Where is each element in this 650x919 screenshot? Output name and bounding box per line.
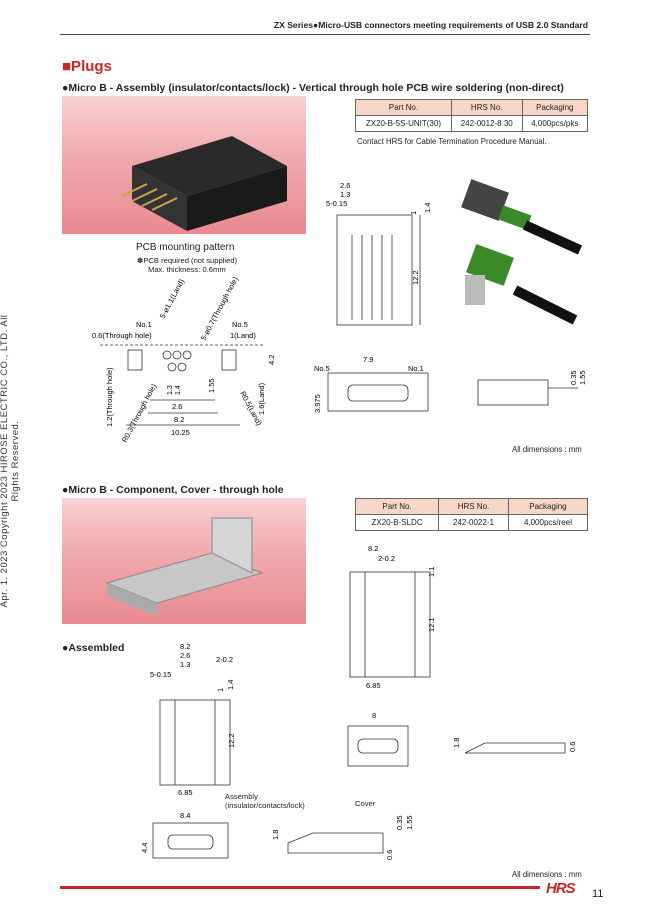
assembled-front-drawing: 8.2 2.6 1.3 2-0.2 5-0.15 1 1.4 12.2 6.85 (150, 642, 236, 797)
col-header: Packaging (507, 498, 589, 515)
section-title: ■Plugs (62, 58, 112, 75)
cover-illustration (105, 517, 264, 616)
all-dims-note: All dimensions : mm (512, 445, 582, 454)
pcb-10-25: 10.25 (171, 428, 190, 437)
dim: 3.975 (313, 394, 322, 413)
dim: 4.4 (140, 843, 149, 853)
col-header: Part No. (355, 99, 452, 116)
dim: 6.85 (366, 681, 381, 690)
dim: 1.8 (452, 738, 461, 748)
hrs-logo: HRS (546, 880, 576, 897)
copyright-sidebar: Apr. 1. 2023 Copyright 2023 HIROSE ELECT… (0, 314, 21, 608)
pcb-land-dia: 5-ø1.1(Land) (158, 277, 187, 320)
all-dims-note-2: All dimensions : mm (512, 870, 582, 879)
pcb-hole-width: 1.2(Through hole) (105, 367, 114, 427)
cover-side-drawing: 1.8 0.6 (452, 738, 577, 754)
dim: 1.1 (427, 567, 436, 577)
dim: 12.2 (227, 733, 236, 748)
hrs-no: 242-0012-8 30 (450, 115, 523, 132)
spec-table-1: Part No. HRS No. Packaging ZX20-B-5S-UNI… (355, 99, 589, 132)
page-header: ZX Series●Micro-USB connectors meeting r… (273, 20, 588, 30)
packaging: 4,000pcs/pks (521, 115, 589, 132)
dim: 2-0.2 (216, 655, 233, 664)
dim: 1 (216, 688, 225, 692)
dim: 1.55 (405, 815, 414, 830)
plug-front-drawing: 2.6 1.3 5-0.15 1 1.4 12.2 (326, 181, 432, 326)
dim: No.5 (314, 364, 330, 373)
pcb-pattern-drawing: No.1 No.5 0.6(Through hole) 1(Land) 5-ø1… (92, 275, 276, 444)
assembled-face-drawing: 8.4 4.4 (140, 811, 229, 859)
dim: 5-0.15 (326, 199, 347, 208)
pcb-8-2: 8.2 (174, 415, 184, 424)
spec-table-2: Part No. HRS No. Packaging ZX20-B-SLDC 2… (354, 498, 589, 531)
dim: 8 (372, 711, 376, 720)
assembled-title: ●Assembled (62, 642, 125, 654)
pcb-note1: ✽PCB required (not supplied) (137, 256, 238, 265)
part-no: ZX20-B-SLDC (354, 514, 440, 531)
cable-note: Contact HRS for Cable Termination Proced… (357, 137, 547, 146)
pcb-note2: Max. thickness: 0.6mm (148, 265, 226, 274)
connector-illustration (121, 136, 287, 231)
part-no: ZX20-B-5S-UNIT(30) (355, 115, 452, 132)
dim: 12.2 (411, 270, 420, 285)
col-header: HRS No. (450, 99, 523, 116)
plug-side-drawing: 0.35 1.55 (477, 370, 587, 406)
pcb-pitch: 1.3 (167, 385, 174, 395)
pcb-2-6: 2.6 (172, 402, 182, 411)
pcb-land: 1(Land) (230, 331, 256, 340)
label-cover: Cover (355, 799, 376, 808)
cover-front-drawing: 8.2 2-0.2 1.1 12.1 6.85 (349, 544, 436, 690)
dim: 2-0.2 (378, 554, 395, 563)
footer-rule (60, 886, 540, 889)
pcb-through-hole: 0.6(Through hole) (92, 331, 152, 340)
dim: 1.4 (226, 680, 235, 690)
pcb-1-4: 1.4 (175, 385, 182, 395)
dim: 2.6 (340, 181, 350, 190)
dim: 1.3 (180, 660, 190, 669)
dim: 8.2 (180, 642, 190, 651)
pcb-land-height: 1.6(Land) (257, 382, 266, 415)
col-header: Packaging (521, 99, 589, 116)
assembled-side-drawing: 1.8 0.35 1.55 0.6 (271, 815, 414, 860)
product-photo-assembly (62, 96, 306, 234)
dim: 2.6 (180, 651, 190, 660)
dim: 0.6 (568, 742, 577, 752)
pcb-no1: No.1 (136, 320, 152, 329)
dim: 1.8 (271, 830, 280, 840)
pcb-4-2: 4.2 (267, 355, 276, 365)
pcb-title: PCB mounting pattern (136, 242, 235, 253)
dim: 7.9 (363, 355, 373, 364)
label-assembly-detail: (insulator/contacts/lock) (225, 801, 305, 810)
sub1-title: ●Micro B - Assembly (insulator/contacts/… (62, 82, 564, 94)
sub2-title: ●Micro B - Component, Cover - through ho… (62, 484, 284, 496)
dim: 6.85 (178, 788, 193, 797)
pcb-1-55: 1.55 (207, 378, 216, 393)
plug-face-drawing: 7.9 No.5 No.1 3.975 (313, 355, 429, 413)
dim: 8.4 (180, 811, 190, 820)
pcb-no5: No.5 (232, 320, 248, 329)
dim: 0.35 (569, 370, 578, 385)
page-number: 11 (592, 888, 604, 900)
dim: 1 (409, 211, 418, 215)
cover-face-drawing: 8 (347, 711, 409, 767)
dim: No.1 (408, 364, 424, 373)
dim: 0.35 (395, 815, 404, 830)
product-photo-cover (62, 498, 306, 624)
cable-assembly-illustration (461, 179, 583, 325)
dim: 8.2 (368, 544, 378, 553)
label-assembly: Assembly (225, 792, 258, 801)
dim: 0.6 (385, 850, 394, 860)
packaging: 4,000pcs/reel (507, 514, 589, 531)
dim: 1.3 (340, 190, 350, 199)
col-header: HRS No. (438, 498, 509, 515)
dim: 5-0.15 (150, 670, 171, 679)
dim: 1.4 (423, 203, 432, 213)
dim: 1.55 (578, 370, 587, 385)
header-rule (60, 34, 590, 35)
dim: 12.1 (427, 617, 436, 632)
col-header: Part No. (354, 498, 440, 515)
hrs-no: 242-0022-1 (438, 514, 509, 531)
